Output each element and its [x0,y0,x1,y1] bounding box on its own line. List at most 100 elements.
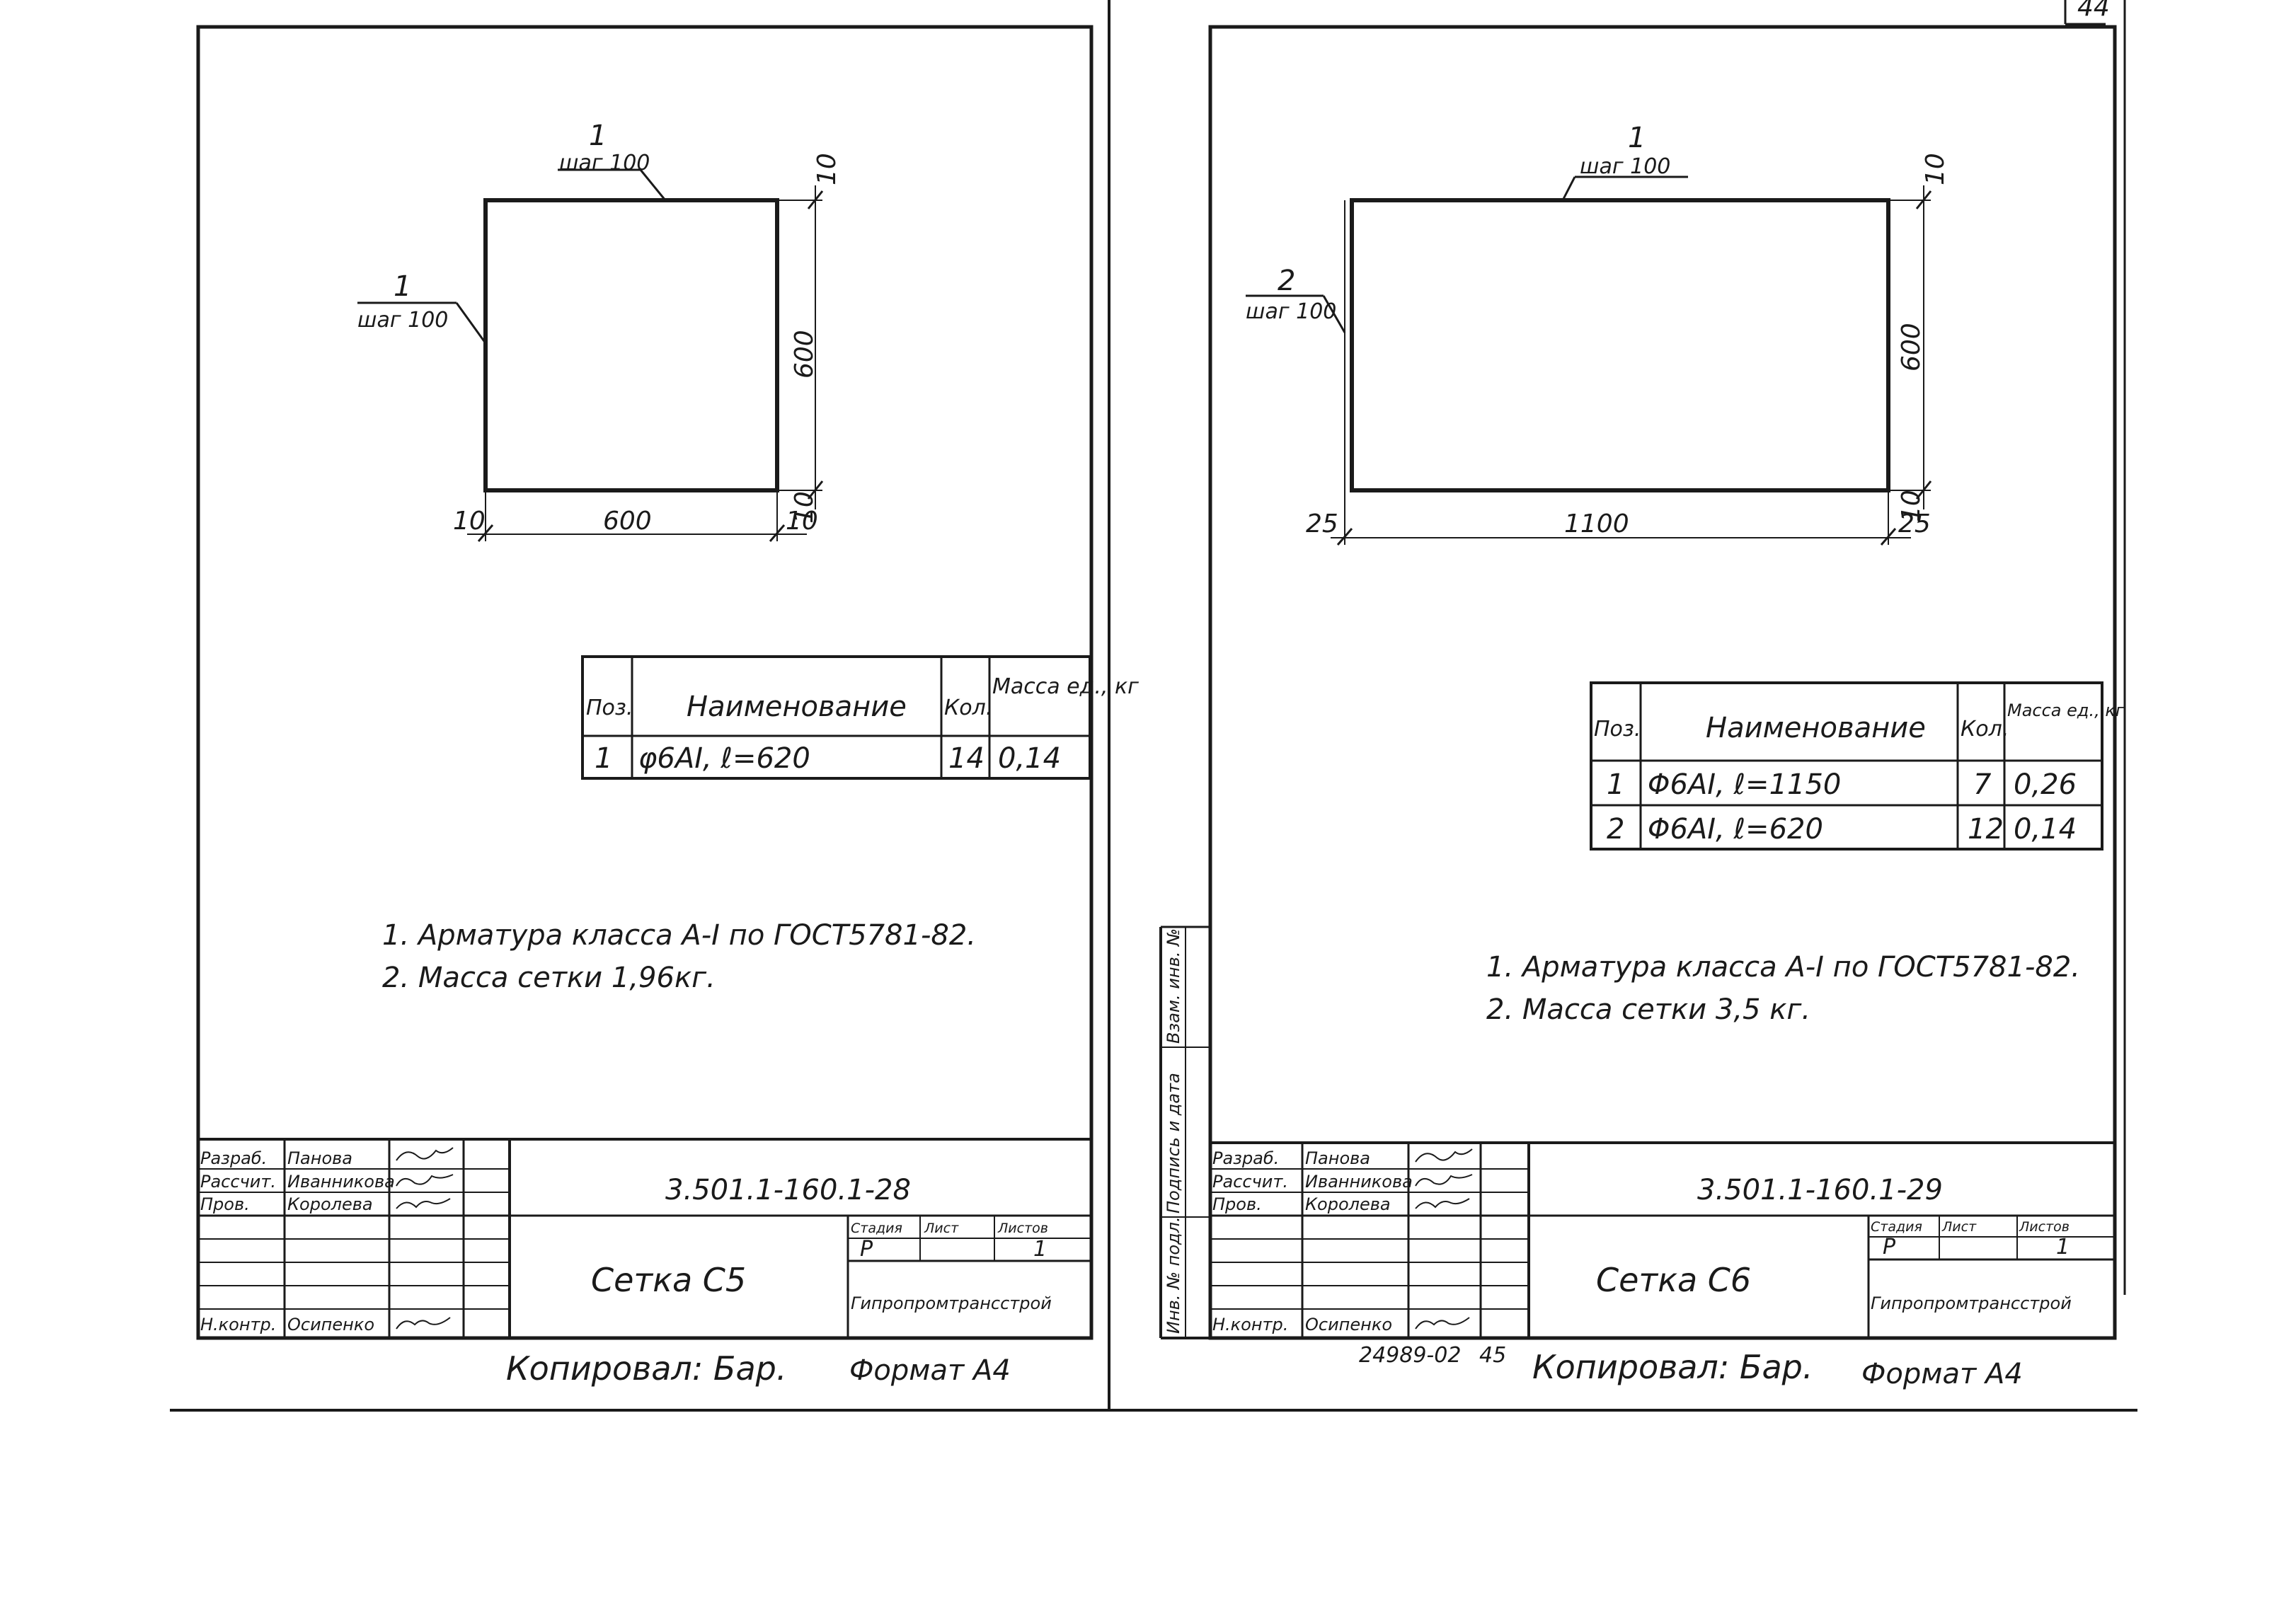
signature [396,1147,454,1161]
dim-tick [1336,528,1353,546]
leader-left-note: шаг 100 [1246,299,1336,324]
signature [1415,1174,1473,1187]
note-1: 1. Арматура класса A-I по ГОСТ5781-82. [382,919,976,952]
spec-row-mass: 0,26 [2014,768,2077,801]
spec-row-name: φ6AI, ℓ=620 [638,742,810,775]
leader-left-pos: 1 [394,270,411,303]
doc-code: 3.501.1-160.1-29 [1697,1174,1943,1206]
spec-header-pos: Поз. [586,696,633,720]
dim-left: 10 [453,507,486,536]
spec-row-name: Φ6AI, ℓ=620 [1648,813,1823,846]
sheet-title: Сетка С5 [591,1261,746,1299]
stamp-role: Н.контр. [1212,1315,1288,1334]
stamp-role: Разраб. [200,1148,267,1168]
title-block: Разраб. Рассчит. Пров. Н.контр. Панова И… [198,1138,1091,1338]
dim-width: 1100 [1564,509,1629,538]
spec-row-mass: 0,14 [2014,813,2077,846]
sheets-total: 1 [2056,1235,2070,1259]
leader-top-pos: 1 [1628,122,1646,154]
sheets-label: Листов [997,1221,1048,1236]
stamp-name: Панова [287,1148,352,1168]
org-name: Гипропромтрансстрой [1871,1293,2072,1313]
spec-row-qty: 7 [1973,768,1992,801]
format: Формат А4 [1861,1358,2023,1390]
dim-right: 25 [1898,509,1931,538]
spec-table-frame [1590,681,2103,851]
signature [1415,1317,1470,1330]
spec-row-qty: 12 [1968,813,2004,846]
copied-by: Копировал: Бар. [506,1349,787,1388]
stamp-role: Рассчит. [200,1172,276,1192]
dim-tick [477,524,494,542]
stamp-role: Разраб. [1212,1148,1279,1168]
leader-line [1561,176,1576,201]
leader-left-pos: 2 [1278,265,1295,297]
stamp-role: Пров. [200,1194,250,1214]
mesh-outline [483,198,779,492]
sheet-c5: 10 600 10 10 600 10 1 шаг 100 1 шаг 100 [196,25,1139,1388]
spec-header-name: Наименование [687,691,907,723]
note-2: 2. Масса сетки 3,5 кг. [1486,993,1810,1026]
sheets-total: 1 [1033,1237,1047,1262]
page-number-45: 45 [1479,1343,1506,1368]
signature [1415,1148,1473,1163]
stage-label: Стадия [851,1221,902,1236]
spec-header-qty: Кол. [944,696,992,720]
note-1: 1. Арматура класса A-I по ГОСТ5781-82. [1486,951,2080,984]
dim-tick [1880,528,1897,546]
dim-bottom-right: 10 [790,491,819,524]
title-block: Разраб. Рассчит. Пров. Н.контр. Панова И… [1210,1141,2115,1338]
doc-code: 3.501.1-160.1-28 [665,1174,911,1206]
dim-tick [1915,480,1932,500]
spec-header-mass: Масса ед., кг [992,674,1139,699]
spec-row-name: Φ6AI, ℓ=1150 [1648,768,1841,801]
spec-row-pos: 2 [1607,813,1624,846]
spec-table-frame [581,655,1091,780]
dim-top-right: 10 [1921,153,1950,185]
dim-left: 25 [1306,509,1338,538]
sheets-label: Листов [2019,1219,2070,1235]
side-stamp-label: Взам. инв. № [1164,928,1183,1044]
dim-bottom-right: 10 [1897,490,1926,522]
dim-top-right: 10 [813,153,842,185]
format: Формат А4 [849,1354,1011,1387]
leader-top-note: шаг 100 [1580,154,1670,179]
sheet-frame [196,25,1094,1340]
dim-tick [769,524,786,542]
side-stamp-label: Инв. № подл. [1164,1216,1183,1334]
sheet-label: Лист [1941,1219,1977,1235]
dim-height: 600 [790,330,819,379]
copied-by: Копировал: Бар. [1532,1348,1813,1386]
spec-row-pos: 1 [1607,768,1624,801]
spec-header-qty: Кол. [1961,717,2009,742]
leader-left-note: шаг 100 [357,308,448,333]
mesh-outline [1350,198,1890,492]
sheet-title: Сетка С6 [1596,1261,1751,1299]
dim-tick [807,480,824,500]
signature [1415,1198,1470,1209]
leader-line [639,169,667,201]
stamp-name: Осипенко [287,1315,374,1334]
stamp-name: Иванникова [1305,1172,1413,1192]
stamp-name: Панова [1305,1148,1370,1168]
spec-header-pos: Поз. [1594,717,1641,742]
signature [396,1198,451,1209]
stage-value: Р [1883,1235,1896,1259]
spec-row-pos: 1 [595,742,612,775]
stamp-name: Королева [1305,1194,1391,1214]
dim-width: 600 [603,507,652,536]
mesh-drawing: 10 600 10 25 1100 25 1 шаг 100 2 шаг 100 [1246,122,1950,546]
leader-line [455,302,487,344]
mesh-drawing: 10 600 10 10 600 10 1 шаг 100 1 шаг 100 [357,120,842,542]
dim-right: 10 [786,507,818,536]
spec-row-mass: 0,14 [998,742,1061,775]
stamp-name: Осипенко [1305,1315,1392,1334]
archive-number: 24989-02 [1359,1343,1461,1368]
spec-table: Поз. Наименование Кол. Масса ед., кг 1 Φ… [1590,681,2125,851]
note-2: 2. Масса сетки 1,96кг. [382,962,716,994]
stamp-role: Рассчит. [1212,1172,1288,1192]
spec-row-qty: 14 [948,742,985,775]
stage-value: Р [860,1237,873,1262]
spec-table: Поз. Наименование Кол. Масса ед., кг 1 φ… [581,655,1139,780]
